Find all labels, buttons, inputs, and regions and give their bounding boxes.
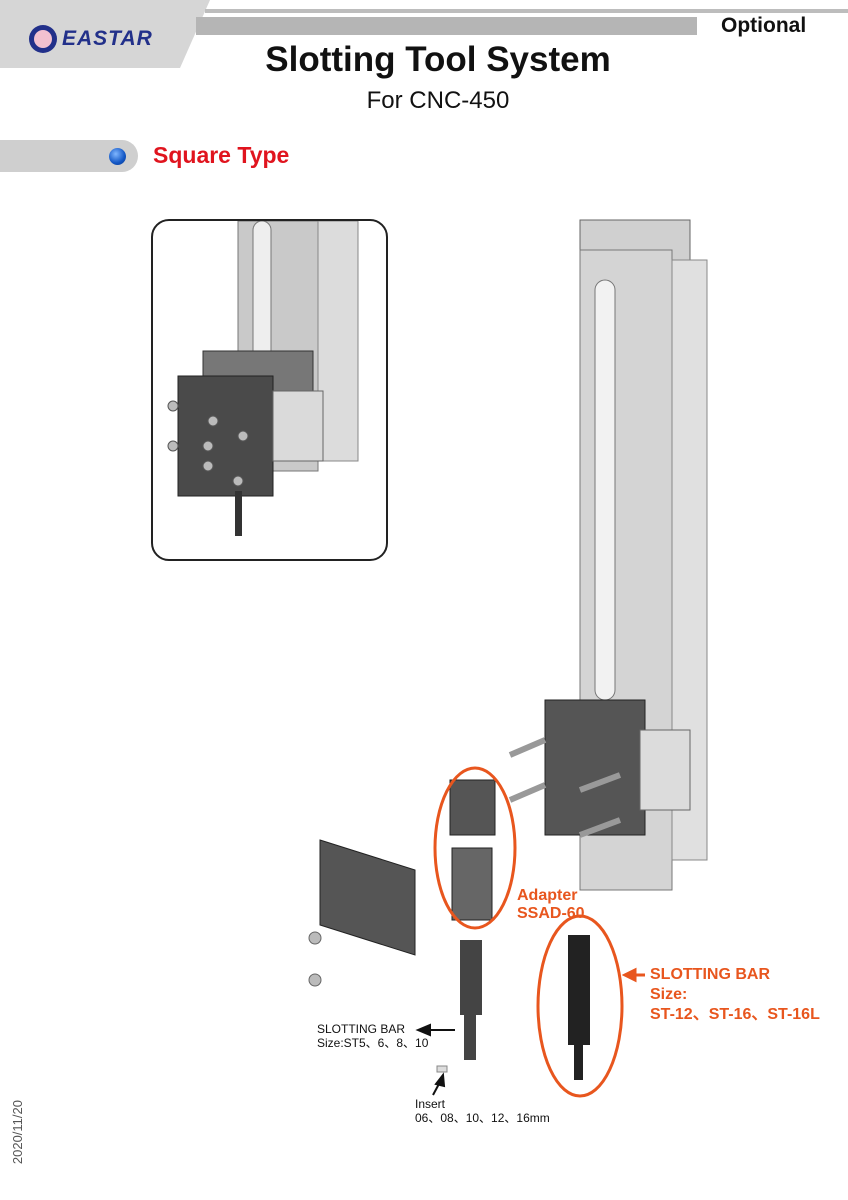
assembly-illustration bbox=[308, 219, 708, 1098]
slotting-bar-small-callout: SLOTTING BAR Size:ST5、6、8、10 bbox=[317, 1022, 428, 1050]
logo: EASTAR bbox=[62, 27, 153, 50]
bullet-icon bbox=[109, 148, 126, 165]
optional-label: Optional bbox=[721, 14, 807, 37]
adapter-callout: Adapter SSAD-60 bbox=[517, 887, 585, 923]
slotting-bar-small-sizes: Size:ST5、6、8、10 bbox=[317, 1036, 429, 1050]
adapter-label: Adapter bbox=[517, 887, 578, 904]
slotting-bar-large-sizes: ST-12、ST-16、ST-16L bbox=[650, 1006, 820, 1023]
insert-sizes: 06、08、10、12、16mm bbox=[415, 1111, 550, 1125]
adapter-model: SSAD-60 bbox=[517, 905, 585, 922]
page-title: Slotting Tool System bbox=[265, 40, 611, 79]
header-rule bbox=[205, 9, 848, 13]
slotting-bar-large-size-label: Size: bbox=[650, 986, 688, 1003]
section-title: Square Type bbox=[153, 142, 290, 168]
page-subtitle: For CNC-450 bbox=[366, 87, 510, 114]
date-stamp: 2020/11/20 bbox=[10, 1100, 25, 1165]
slotting-bar-large-label: SLOTTING BAR bbox=[650, 966, 770, 983]
insert-callout: Insert 06、08、10、12、16mm bbox=[415, 1097, 550, 1125]
detail-inset-image bbox=[151, 219, 388, 561]
slotting-bar-large-callout: SLOTTING BAR Size: ST-12、ST-16、ST-16L bbox=[650, 965, 820, 1025]
header-bar bbox=[196, 17, 697, 35]
logo-gear-icon bbox=[29, 25, 57, 53]
slotting-bar-small-label: SLOTTING BAR bbox=[317, 1022, 406, 1036]
insert-label: Insert bbox=[415, 1097, 446, 1111]
